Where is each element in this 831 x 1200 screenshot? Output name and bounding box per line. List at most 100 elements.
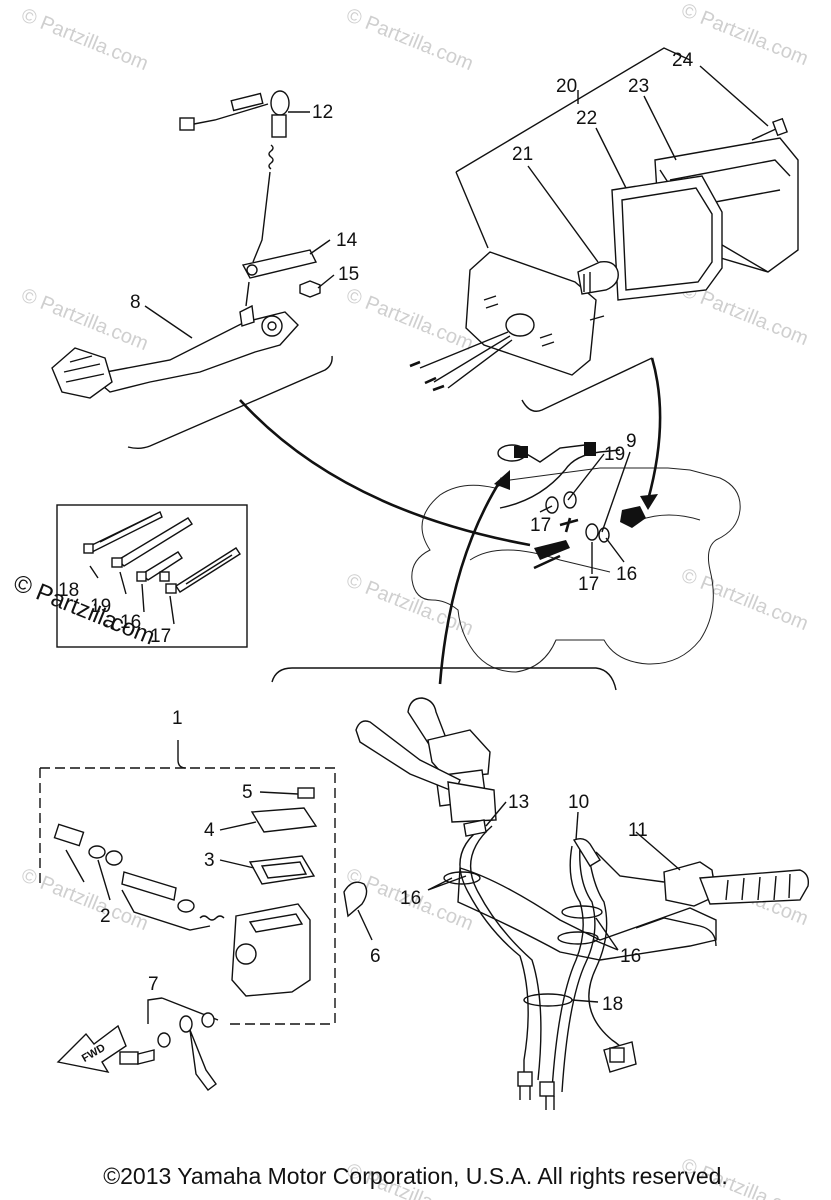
harness-wire <box>459 825 529 1074</box>
stop-switch-thread <box>271 114 287 138</box>
brake-hose-end <box>189 1029 217 1091</box>
tail-light-base <box>465 251 597 376</box>
cup-seal <box>177 899 195 913</box>
cable-tie-box-frame <box>56 504 248 648</box>
lens-screw-shaft <box>751 127 779 141</box>
callout-16-harness-right: 16 <box>620 946 641 967</box>
pedal-pivot-hole <box>267 321 277 331</box>
tail-light-bulb <box>577 261 619 295</box>
leader-10 <box>575 811 579 841</box>
callout-18-box: 18 <box>58 580 79 601</box>
bulb-socket <box>505 313 535 337</box>
brake-pedal-group <box>51 90 333 449</box>
leader-16-left <box>427 875 467 891</box>
throttle-housing <box>427 729 491 779</box>
diaphragm-inner <box>260 861 308 879</box>
leader-4 <box>219 821 257 831</box>
switch-lead-10 <box>572 837 601 867</box>
pedal-tab <box>239 304 255 327</box>
master-cylinder-dashed-box <box>39 767 336 1025</box>
switch-wire-right <box>595 851 665 883</box>
leader-6 <box>357 909 373 941</box>
pedal-group-bracket-line <box>127 355 333 449</box>
callout-15: 15 <box>338 264 359 285</box>
pedal-link <box>245 281 250 307</box>
atv-pedal-black <box>534 540 570 560</box>
callout-16-atv: 16 <box>616 564 637 585</box>
leader-16-atv <box>605 537 625 563</box>
callout-11: 11 <box>628 820 648 841</box>
leader-22 <box>595 127 627 189</box>
harness-wire <box>561 845 596 1093</box>
tail-light-bracket-line <box>455 47 691 173</box>
cable-tie-17-head <box>165 583 177 594</box>
handlebar-right-end <box>635 917 717 947</box>
master-cylinder-clamp <box>343 881 368 918</box>
callout-21: 21 <box>512 144 533 165</box>
base-screw-marks-right <box>539 333 555 347</box>
callout-8: 8 <box>130 292 141 313</box>
callout-1: 1 <box>172 708 183 729</box>
circlip <box>88 845 106 859</box>
callout-6: 6 <box>370 946 381 967</box>
callout-5: 5 <box>242 782 253 803</box>
cable-clamp <box>585 523 599 541</box>
stop-switch-lead <box>463 819 487 837</box>
callout-3: 3 <box>204 850 215 871</box>
bulb-base-lines <box>583 272 591 292</box>
piston <box>121 871 177 901</box>
taillight-to-atv-arrow <box>646 357 662 501</box>
atv-wiring-mark <box>559 517 579 533</box>
harness-connector <box>539 1081 555 1097</box>
tail-light-bracket-drop <box>455 171 489 249</box>
body-reservoir-opening <box>248 913 304 933</box>
socket-wires <box>419 331 513 389</box>
harness-coupler-face <box>609 1047 625 1063</box>
taillight-arrow-head <box>640 494 658 510</box>
leader-3 <box>219 859 255 869</box>
callout-19-atv: 19 <box>604 444 625 465</box>
leader-19-atv <box>567 453 605 501</box>
cable-clamp <box>545 496 559 514</box>
atv-fender-lines <box>469 514 701 573</box>
watermark-text: © Partzilla.com <box>678 0 811 70</box>
switch-rod <box>252 171 271 263</box>
tail-light-bottom-line <box>521 357 653 412</box>
gasket-inner <box>621 187 713 291</box>
callout-7: 7 <box>148 974 159 995</box>
handlebar-bracket-line <box>271 667 617 691</box>
callout-22: 22 <box>576 108 597 129</box>
copyright-notice: ©2013 Yamaha Motor Corporation, U.S.A. A… <box>103 1163 728 1189</box>
leader-23 <box>643 95 677 161</box>
leader-14 <box>309 239 331 255</box>
reservoir-cap <box>250 807 318 833</box>
union-bolt-thread <box>137 1049 155 1065</box>
base-screw-marks <box>483 295 499 309</box>
leader-15 <box>317 274 335 289</box>
harness-band <box>523 993 573 1007</box>
harness-wire <box>469 825 542 1081</box>
brake-pedal-arm <box>88 311 299 393</box>
boot-part <box>53 823 85 847</box>
handlebar-master-cylinder <box>447 781 497 823</box>
callout-20: 20 <box>556 76 577 97</box>
harness-band <box>561 905 603 919</box>
watermark-text: © Partzilla.com <box>678 564 811 635</box>
watermark-text: © Partzilla.com <box>343 284 476 355</box>
wire-terminals <box>409 360 445 392</box>
callout-17-atv-left: 17 <box>530 515 551 536</box>
callout-4: 4 <box>204 820 215 841</box>
connector-pins <box>519 1086 555 1110</box>
handlebar-to-atv-arrow <box>438 477 504 685</box>
callout-1-leader <box>177 740 187 769</box>
cable-tie-leaders <box>89 565 175 625</box>
leader-8 <box>144 305 193 339</box>
cable-tie-19-head <box>111 557 123 568</box>
callout-labels: 12 14 15 8 20 21 22 23 24 9 19 17 16 17 … <box>58 50 694 1015</box>
harness-connector <box>517 1071 533 1087</box>
callout-leaders <box>144 65 769 1003</box>
cable-tie-18-teeth <box>99 515 153 543</box>
callout-10: 10 <box>568 792 589 813</box>
callout-16-box: 16 <box>120 612 141 633</box>
cable-tie-17-teeth <box>185 554 233 585</box>
